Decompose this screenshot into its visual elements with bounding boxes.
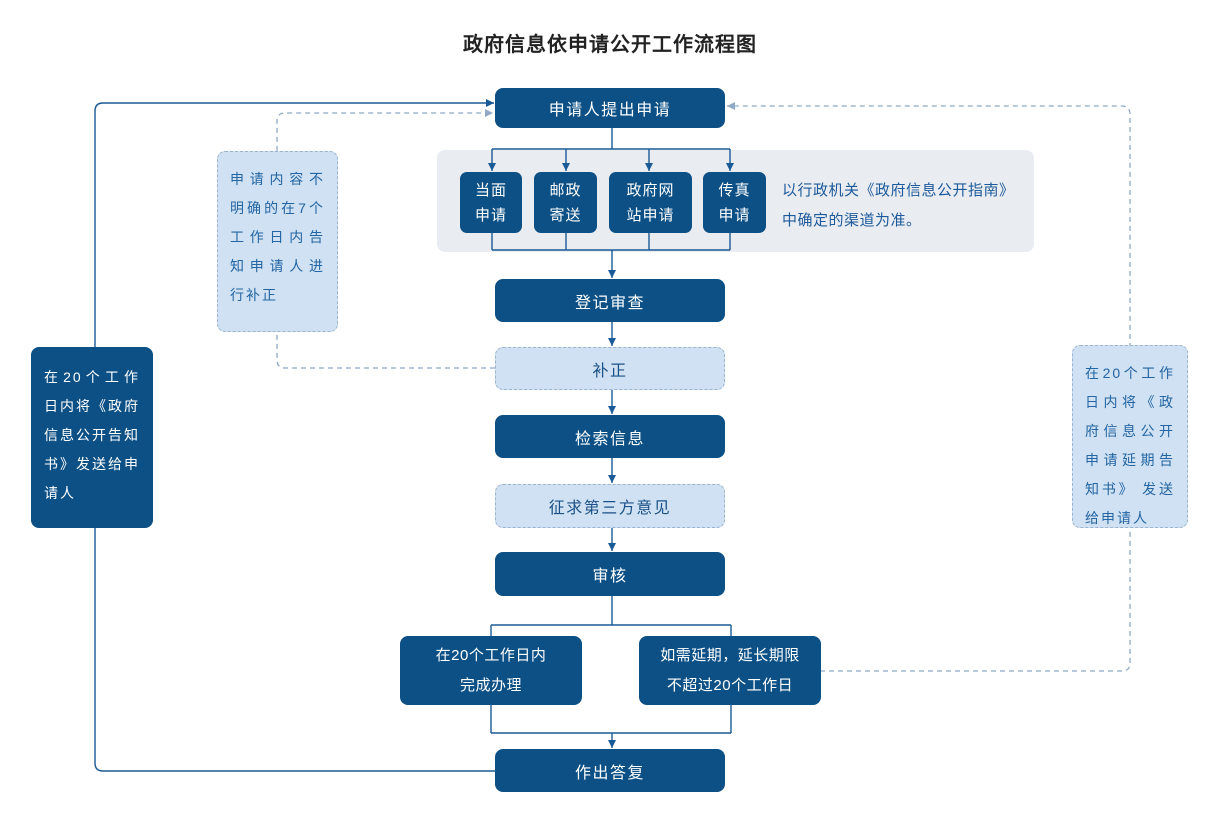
channel-fax-line1: 传真 <box>718 181 751 199</box>
register-box: 登记审查 <box>495 279 725 322</box>
apply-label: 申请人提出申请 <box>548 102 672 119</box>
extension-box: 如需延期，延长期限 不超过20个工作日 <box>639 636 821 705</box>
reply-label: 作出答复 <box>574 764 645 782</box>
channel-box-fax: 传真 申请 <box>703 172 766 233</box>
connector-review-split <box>490 596 732 636</box>
search-box: 检索信息 <box>495 415 725 458</box>
correction-label: 补正 <box>592 362 628 380</box>
extension-line1: 如需延期，延长期限 <box>660 646 800 664</box>
complete-box: 在20个工作日内 完成办理 <box>400 636 582 705</box>
extension-line2: 不超过20个工作日 <box>666 676 794 694</box>
review-box: 审核 <box>495 552 725 596</box>
apply-box: 申请人提出申请 <box>495 88 725 128</box>
correction-box: 补正 <box>495 347 725 390</box>
channel-postal-line2: 寄送 <box>549 206 582 224</box>
third-party-label: 征求第三方意见 <box>548 500 672 517</box>
channel-website-line1: 政府网 <box>626 181 675 199</box>
channel-in-person-line2: 申请 <box>474 206 507 224</box>
page-title: 政府信息依申请公开工作流程图 <box>463 34 757 56</box>
channel-website-line2: 站申请 <box>626 206 675 224</box>
register-label: 登记审查 <box>574 294 645 312</box>
complete-line1: 在20个工作日内 <box>435 646 547 664</box>
channel-fax-line2: 申请 <box>718 206 751 224</box>
reply-box: 作出答复 <box>495 749 725 792</box>
review-label: 审核 <box>592 568 628 585</box>
third-party-box: 征求第三方意见 <box>495 484 725 528</box>
notice-side-box: 在20个工作日内将《政府信息公开告知书》发送给申请人 <box>31 347 153 528</box>
extension-notice-box: 在20个工作日内将《政府信息公开申请延期告知书》 发送给申请人 <box>1072 345 1188 528</box>
channel-box-postal: 邮政 寄送 <box>534 172 597 233</box>
complete-line2: 完成办理 <box>459 676 522 694</box>
channel-box-website: 政府网 站申请 <box>609 172 692 233</box>
correction-note-box: 申请内容不明确的在7个工作日内告知申请人进行补正 <box>217 151 338 332</box>
channel-postal-line1: 邮政 <box>549 181 582 199</box>
connector-branch-merge <box>490 705 732 734</box>
channel-in-person-line1: 当面 <box>474 181 507 199</box>
search-label: 检索信息 <box>574 430 645 448</box>
channel-box-in-person: 当面 申请 <box>460 172 522 233</box>
channels-note: 以行政机关《政府信息公开指南》中确定的渠道为准。 <box>782 182 1015 229</box>
